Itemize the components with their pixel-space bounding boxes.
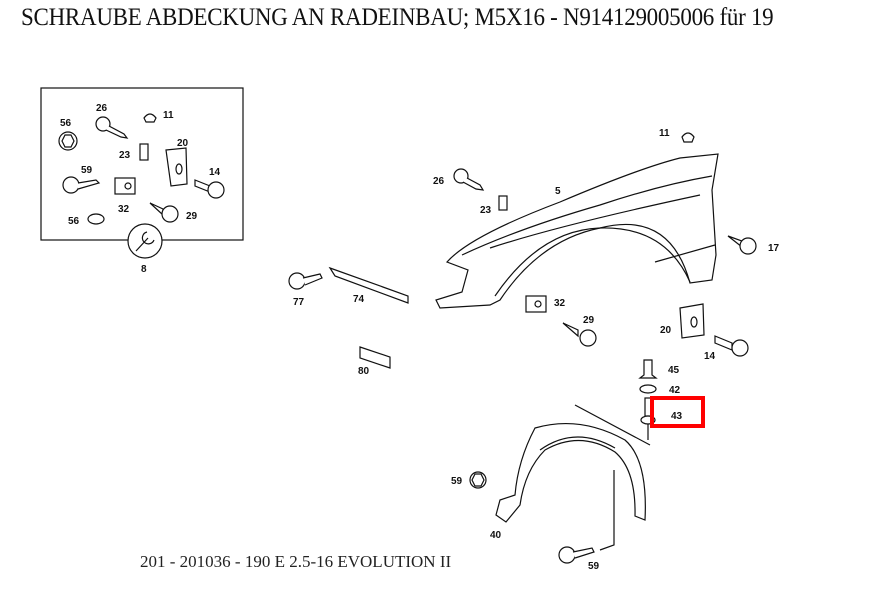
wheel-arch-liner [495, 404, 651, 551]
svg-text:26: 26 [96, 103, 108, 114]
svg-text:17: 17 [768, 243, 780, 254]
svg-text:32: 32 [118, 204, 130, 215]
svg-text:14: 14 [209, 167, 221, 178]
insert-icon [638, 359, 658, 379]
svg-text:77: 77 [293, 297, 305, 308]
svg-text:59: 59 [588, 561, 600, 572]
screw-icon [95, 116, 129, 139]
svg-text:5: 5 [555, 186, 561, 197]
screw-icon [558, 546, 595, 564]
svg-text:56: 56 [68, 216, 80, 227]
bolt-icon [194, 179, 225, 199]
nut-icon [87, 213, 105, 225]
nut-icon [469, 471, 487, 489]
wrench-icon [127, 223, 163, 259]
block-icon [359, 346, 391, 369]
svg-text:32: 32 [554, 298, 566, 309]
svg-text:56: 56 [60, 118, 72, 129]
label-11: 11 [659, 128, 670, 139]
svg-text:42: 42 [669, 385, 681, 396]
clip-plate-icon [679, 303, 705, 339]
screw-icon [453, 168, 485, 191]
svg-text:8: 8 [141, 264, 147, 275]
svg-text:11: 11 [163, 110, 174, 121]
clip-nut-icon [114, 177, 136, 195]
clip-plate-icon [165, 147, 188, 187]
svg-text:23: 23 [480, 205, 492, 216]
svg-text:29: 29 [186, 211, 198, 222]
screw-icon [62, 176, 101, 194]
clip-nut-icon [525, 295, 547, 313]
svg-text:40: 40 [490, 530, 502, 541]
svg-text:14: 14 [704, 351, 716, 362]
model-caption: 201 - 201036 - 190 E 2.5-16 EVOLUTION II [140, 552, 452, 571]
clip-icon [143, 113, 157, 123]
plate-icon [498, 195, 508, 211]
highlight-part-43[interactable] [650, 396, 705, 428]
screw-icon [288, 272, 323, 290]
inset-kit-box: 56 26 11 23 20 59 14 32 56 29 8 [40, 87, 244, 275]
screw-icon [562, 322, 597, 347]
svg-text:59: 59 [81, 165, 93, 176]
bolt-icon [714, 335, 749, 357]
svg-text:59: 59 [451, 476, 463, 487]
svg-text:23: 23 [119, 150, 131, 161]
clip-icon [681, 132, 695, 143]
svg-text:43: 43 [671, 411, 683, 422]
plate-icon [139, 143, 149, 161]
washer-icon [639, 384, 657, 394]
fender-panel [435, 153, 719, 309]
svg-text:74: 74 [353, 294, 365, 305]
screw-icon [149, 202, 179, 223]
svg-text:26: 26 [433, 176, 445, 187]
svg-text:45: 45 [668, 365, 680, 376]
nut-icon [58, 131, 78, 151]
screw-icon [727, 235, 757, 255]
svg-text:20: 20 [660, 325, 672, 336]
svg-text:20: 20 [177, 138, 189, 149]
svg-text:80: 80 [358, 366, 370, 377]
strip-icon [328, 266, 409, 304]
svg-text:29: 29 [583, 315, 595, 326]
page-title: SCHRAUBE ABDECKUNG AN RADEINBAU; M5X16 -… [21, 4, 774, 31]
